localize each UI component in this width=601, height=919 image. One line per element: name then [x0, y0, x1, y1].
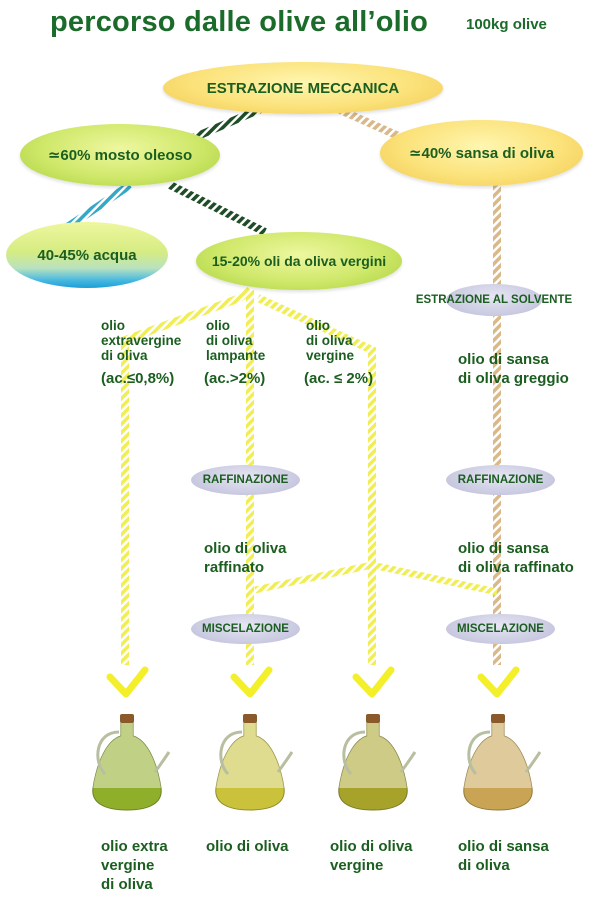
node-must: ≃60% mosto oleoso [20, 124, 220, 186]
node-refining-2: RAFFINAZIONE [446, 465, 555, 495]
product-label-olive: olio di oliva [206, 838, 289, 855]
node-extraction: ESTRAZIONE MECCANICA [163, 62, 443, 114]
node-virgin-oils: 15-20% oli da oliva vergini [196, 232, 402, 290]
node-refining-1: RAFFINAZIONE [191, 465, 300, 495]
check-mark-3 [352, 666, 395, 698]
node-pomace: ≃40% sansa di oliva [380, 120, 583, 186]
bottle-virgin [338, 714, 417, 811]
label-lampante: olio di oliva lampante [206, 318, 266, 363]
flow-split-extravirgin [121, 286, 253, 665]
bottle-extra-virgin [92, 714, 171, 811]
label-refined-pomace: olio di sansa di oliva raffinato [458, 540, 574, 576]
page-subtitle: 100kg olive [466, 16, 547, 33]
label-lampante-acid: (ac.>2%) [204, 370, 266, 387]
page-title: percorso dalle olive all’olio [50, 6, 429, 38]
bottle-pomace [463, 714, 542, 811]
flow-split-virgin [256, 294, 376, 665]
label-refined-olive: olio di oliva raffinato [204, 540, 287, 576]
label-extra-virgin-acid: (ac.≤0,8%) [101, 370, 175, 387]
product-label-virgin: olio di oliva vergine [330, 838, 413, 874]
bottle-olive [215, 714, 294, 811]
flow-blend-pomace [371, 561, 498, 596]
check-mark-4 [477, 666, 520, 698]
node-blending-2: MISCELAZIONE [446, 614, 555, 644]
check-mark-1 [106, 666, 149, 698]
node-water: 40-45% acqua [6, 222, 168, 288]
product-label-extra-virgin: olio extra vergine di oliva [101, 838, 168, 893]
label-virgin-acid: (ac. ≤ 2%) [304, 370, 374, 387]
node-solvent-extraction: ESTRAZIONE AL SOLVENTE [416, 284, 572, 316]
check-mark-2 [230, 666, 273, 698]
flow-blend-to-virgin [254, 561, 373, 594]
flow-must-to-virgin [168, 181, 267, 236]
label-virgin: olio di oliva vergine [306, 318, 355, 363]
label-extra-virgin: olio extravergine di oliva [101, 318, 182, 363]
product-label-pomace: olio di sansa di oliva [458, 838, 549, 874]
label-crude-pomace: olio di sansa di oliva greggio [458, 351, 569, 387]
node-blending-1: MISCELAZIONE [191, 614, 300, 644]
